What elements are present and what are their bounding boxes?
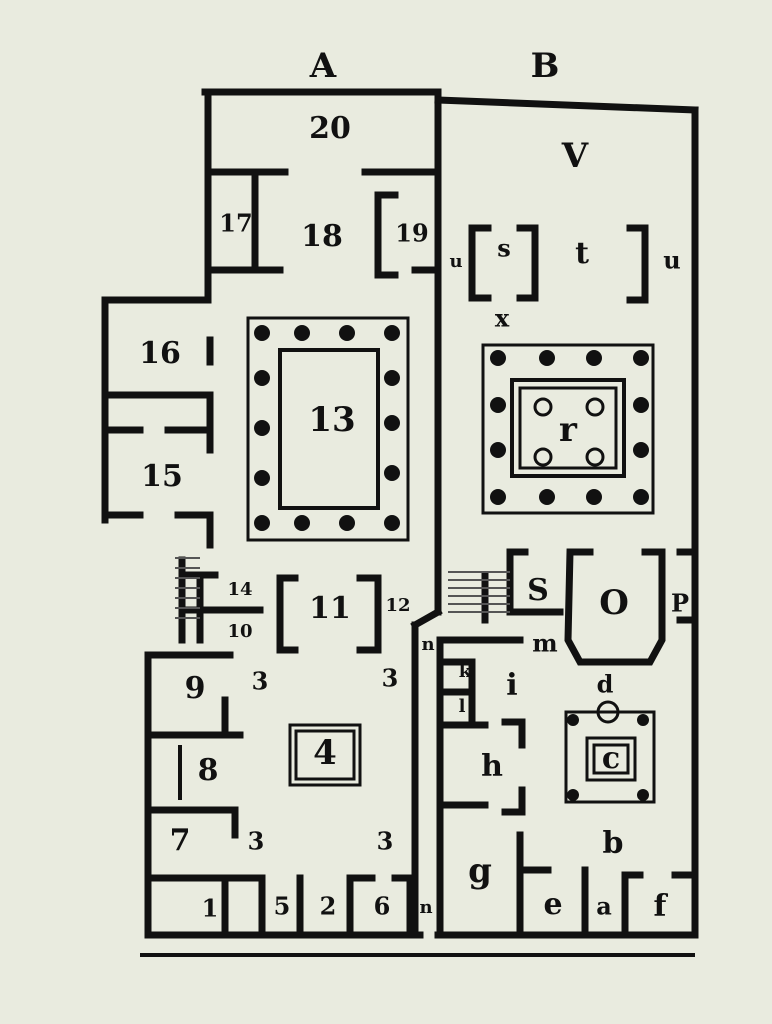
- room-7-label: 7: [170, 823, 191, 858]
- impluvium-column: [533, 447, 553, 467]
- column: [490, 350, 506, 366]
- room-u-label-east: u: [663, 246, 680, 275]
- column: [586, 350, 602, 366]
- room-2-label: 2: [320, 892, 337, 921]
- room-3-label-ne: 3: [382, 664, 399, 693]
- column: [254, 470, 270, 486]
- room-8-label: 8: [198, 753, 219, 788]
- column: [254, 370, 270, 386]
- column: [254, 515, 270, 531]
- room-12-label: 12: [385, 595, 410, 616]
- stairs-left: [175, 557, 200, 619]
- room-3-label-se: 3: [377, 827, 394, 856]
- column: [633, 397, 649, 413]
- room-6-label: 6: [374, 892, 391, 921]
- room-10-label: 10: [227, 621, 252, 642]
- column: [490, 397, 506, 413]
- room-20-label: 20: [309, 111, 351, 146]
- house-labels: A B: [309, 46, 560, 86]
- room-5-label: 5: [274, 892, 291, 921]
- column: [633, 350, 649, 366]
- room-13-label: 13: [308, 400, 355, 440]
- room-16-label: 16: [139, 336, 181, 371]
- column: [490, 489, 506, 505]
- outer-walls: [101, 88, 699, 957]
- room-14-label: 14: [227, 579, 252, 600]
- room-f-label: f: [654, 889, 669, 924]
- column: [490, 442, 506, 458]
- room-4-label: 4: [313, 733, 337, 773]
- column: [339, 325, 355, 341]
- column: [254, 325, 270, 341]
- impluvium-column: [585, 397, 605, 417]
- column: [384, 325, 400, 341]
- room-s-small-label: s: [497, 234, 511, 263]
- room-17-label: 17: [219, 209, 252, 238]
- room-k-label: k: [459, 661, 472, 682]
- column: [294, 325, 310, 341]
- room-i-label: i: [506, 668, 517, 703]
- impluvium-column: [533, 397, 553, 417]
- room-c-label: c: [602, 741, 620, 776]
- column: [384, 415, 400, 431]
- room-t-label: t: [575, 236, 589, 271]
- column: [339, 515, 355, 531]
- room-3-label-nw: 3: [252, 667, 269, 696]
- impluvium-column: [585, 447, 605, 467]
- passage-n-label: n: [421, 634, 434, 655]
- room-15-label: 15: [141, 459, 183, 494]
- room-1-label: 1: [202, 894, 219, 923]
- room-u-label-west: u: [449, 251, 462, 272]
- room-a-label: a: [596, 892, 612, 921]
- house-b-label: B: [531, 46, 560, 86]
- house-a-label: A: [309, 46, 337, 86]
- room-3-label-sw: 3: [248, 827, 265, 856]
- room-v-label: V: [561, 136, 589, 176]
- room-r-label: r: [559, 410, 578, 450]
- room-e-label: e: [543, 887, 562, 922]
- room-18-label: 18: [301, 219, 343, 254]
- impluvium-c: [564, 700, 656, 804]
- column: [254, 420, 270, 436]
- stairs-middle: [448, 571, 510, 613]
- column: [384, 370, 400, 386]
- peristyle-r: [481, 343, 655, 515]
- house-a-walls: [101, 168, 442, 939]
- entrance-n-label-a: n: [419, 897, 432, 918]
- column: [384, 465, 400, 481]
- room-o-label: O: [599, 583, 629, 623]
- room-g-label: g: [468, 851, 492, 891]
- column: [633, 489, 649, 505]
- column: [294, 515, 310, 531]
- room-p-label: P: [671, 589, 689, 618]
- room-9-label: 9: [185, 671, 206, 706]
- column: [539, 350, 555, 366]
- room-s-label: S: [527, 573, 549, 608]
- room-labels: 20 18 17 19 16 15 13 14 11 12 10 9 8 7 4…: [139, 111, 689, 924]
- peristyle-r-columns: [490, 350, 649, 505]
- room-m-label: m: [532, 629, 557, 658]
- column: [633, 442, 649, 458]
- room-11-label: 11: [309, 591, 351, 626]
- room-d-label: d: [597, 670, 614, 699]
- column: [539, 489, 555, 505]
- house-b-walls: [438, 224, 699, 939]
- room-19-label: 19: [395, 219, 428, 248]
- column: [586, 489, 602, 505]
- room-x-label: x: [495, 304, 510, 333]
- impluvium-r-columns: [533, 397, 605, 467]
- peristyle-13: [246, 316, 410, 542]
- peristyle-13-columns: [254, 325, 400, 531]
- room-l-label: l: [459, 696, 466, 717]
- room-h-label: h: [481, 749, 503, 784]
- column: [384, 515, 400, 531]
- room-b-label: b: [603, 826, 624, 861]
- impluvium-4: [288, 723, 362, 787]
